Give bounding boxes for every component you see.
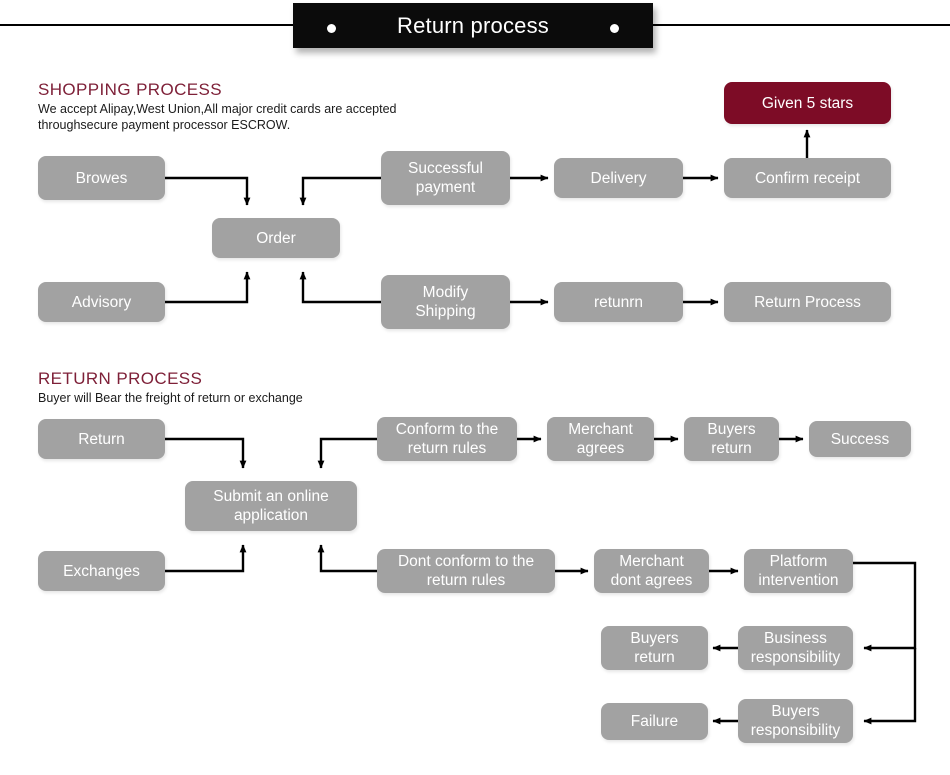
shopping-process-subtext: We accept Alipay,West Union,All major cr… bbox=[38, 102, 397, 132]
wire-payment-to-order bbox=[299, 176, 381, 206]
wire-exchanges-to-submit bbox=[165, 544, 247, 573]
node-success[interactable]: Success bbox=[809, 421, 911, 457]
wire-platform-to-buyersresp bbox=[863, 648, 917, 725]
wire-conform-to-submit bbox=[317, 437, 377, 469]
node-business-responsibility[interactable]: Business responsibility bbox=[738, 626, 853, 670]
return-process-heading: RETURN PROCESS bbox=[38, 369, 203, 388]
wire-platform-to-business bbox=[853, 561, 917, 652]
wire-dontconform-to-submit bbox=[317, 544, 377, 573]
node-conform-return-rules[interactable]: Conform to the return rules bbox=[377, 417, 517, 461]
node-buyers-return-top[interactable]: Buyers return bbox=[684, 417, 779, 461]
node-given-5-stars[interactable]: Given 5 stars bbox=[724, 82, 891, 124]
wire-advisory-to-order bbox=[165, 271, 251, 304]
node-delivery[interactable]: Delivery bbox=[554, 158, 683, 198]
node-buyers-return-bottom[interactable]: Buyers return bbox=[601, 626, 708, 670]
node-browes[interactable]: Browes bbox=[38, 156, 165, 200]
node-submit-online-application[interactable]: Submit an online application bbox=[185, 481, 357, 531]
shopping-process-heading: SHOPPING PROCESS bbox=[38, 80, 222, 99]
node-order[interactable]: Order bbox=[212, 218, 340, 258]
wire-modify-to-order bbox=[299, 271, 381, 304]
banner-dot-right-icon bbox=[610, 24, 619, 33]
page-banner: Return process bbox=[293, 3, 653, 48]
node-exchanges[interactable]: Exchanges bbox=[38, 551, 165, 591]
page-title: Return process bbox=[397, 12, 549, 38]
node-modify-shipping[interactable]: Modify Shipping bbox=[381, 275, 510, 329]
node-confirm-receipt[interactable]: Confirm receipt bbox=[724, 158, 891, 198]
node-platform-intervention[interactable]: Platform intervention bbox=[744, 549, 853, 593]
header-rule-right bbox=[650, 24, 950, 26]
node-buyers-responsibility[interactable]: Buyers responsibility bbox=[738, 699, 853, 743]
node-successful-payment[interactable]: Successful payment bbox=[381, 151, 510, 205]
wire-return-to-submit bbox=[165, 437, 247, 469]
banner-dot-left-icon bbox=[327, 24, 336, 33]
header-rule-left bbox=[0, 24, 300, 26]
node-merchant-agrees[interactable]: Merchant agrees bbox=[547, 417, 654, 461]
return-process-subtext: Buyer will Bear the freight of return or… bbox=[38, 391, 303, 405]
node-retunrn[interactable]: retunrn bbox=[554, 282, 683, 322]
node-return[interactable]: Return bbox=[38, 419, 165, 459]
wire-browes-to-order bbox=[165, 176, 251, 206]
node-dont-conform-return-rules[interactable]: Dont conform to the return rules bbox=[377, 549, 555, 593]
node-advisory[interactable]: Advisory bbox=[38, 282, 165, 322]
node-return-process[interactable]: Return Process bbox=[724, 282, 891, 322]
node-merchant-dont-agrees[interactable]: Merchant dont agrees bbox=[594, 549, 709, 593]
node-failure[interactable]: Failure bbox=[601, 703, 708, 740]
